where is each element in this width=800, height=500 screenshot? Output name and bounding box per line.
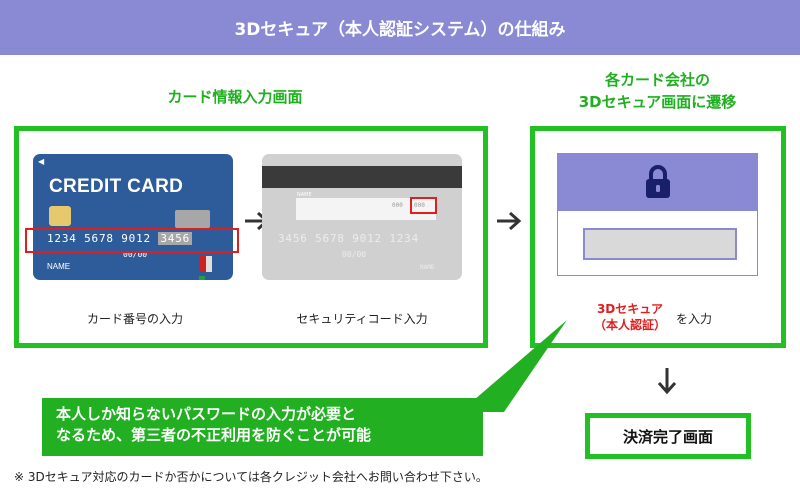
card-brand-logo-icon [199,256,219,280]
auth-window [557,153,758,276]
left-section-title: カード情報入力画面 [167,88,303,106]
right-title-line1: 各カード会社の [604,71,710,89]
auth-window-header [558,154,757,211]
card-label: CREDIT CARD [49,176,184,197]
security-code-caption: セキュリティコード入力 [296,312,428,326]
card-number-highlight [25,228,239,253]
chip-icon [49,206,71,226]
credit-card-back: NAME 000 000 3456 5678 9012 1234 00/00 N… [262,154,462,280]
security-code: 000 [414,202,425,209]
right-section-title: 各カード会社の 3Dセキュア画面に遷移 [555,69,760,113]
callout-line2: なるため、第三者の不正利用を防ぐことが可能 [56,426,372,444]
arrow-right-icon [495,210,523,232]
password-input[interactable] [583,228,737,260]
card-number-tail: 3456 [158,232,193,245]
secure-label: 3Dセキュア （本人認証） [578,301,682,333]
callout-box: 本人しか知らないパスワードの入力が必要と なるため、第三者の不正利用を防ぐことが… [42,398,483,456]
secure-label-line2: （本人認証） [593,318,666,332]
arrow-down-icon [655,366,679,396]
card-expiry: 00/00 [123,250,148,259]
callout-pointer [460,320,567,412]
card-back-expiry: 00/00 [342,250,367,259]
card-number-caption: カード番号の入力 [86,312,183,326]
header-bar: 3Dセキュア（本人認証システム）の仕組み [0,0,800,55]
callout-line1: 本人しか知らないパスワードの入力が必要と [56,405,357,423]
right-title-line2: 3Dセキュア画面に遷移 [578,93,737,111]
payment-complete-box: 決済完了画面 [585,413,751,459]
page-title: 3Dセキュア（本人認証システム）の仕組み [234,20,566,40]
card-arrow-icon: ◀ [38,157,45,166]
card-back-code-left: 000 [392,202,403,209]
card-number-main: 1234 5678 9012 [47,232,151,245]
card-back-number: 3456 5678 9012 1234 [278,232,420,245]
secure-label-line1: 3Dセキュア [596,302,664,316]
footnote: ※ 3Dセキュア対応のカードか否かについては各クレジット会社へお問い合わせ下さい… [14,470,488,484]
card-back-name-label: NAME [297,192,312,198]
security-code-highlight [410,197,437,214]
credit-card-front: ◀ CREDIT CARD 1234 5678 9012 3456 00/00 … [33,154,233,280]
payment-complete-label: 決済完了画面 [622,427,713,446]
hologram-icon [175,210,210,228]
card-name: NAME [47,262,71,271]
input-suffix: を入力 [676,312,713,326]
magnetic-stripe [262,166,462,188]
signature-panel [296,198,436,220]
card-back-name: NAME [420,264,435,271]
lock-icon [646,165,670,198]
card-number: 1234 5678 9012 3456 [47,232,193,245]
